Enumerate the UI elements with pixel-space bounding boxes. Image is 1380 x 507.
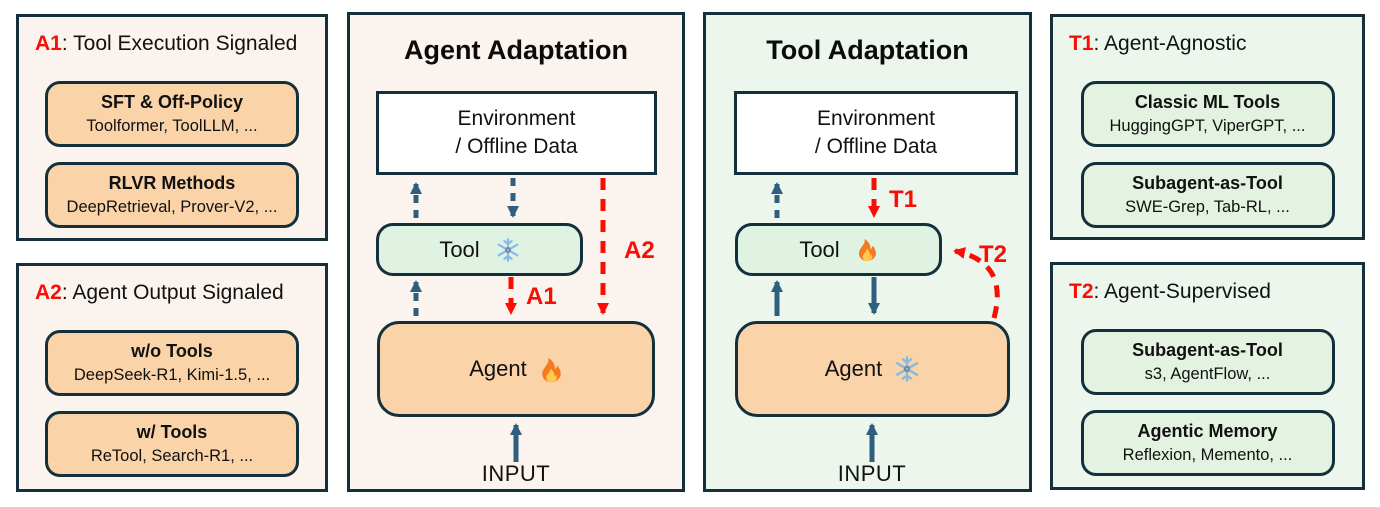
tool-box-frozen: Tool — [376, 223, 583, 276]
environment-label-line2: / Offline Data — [814, 135, 938, 158]
environment-label-line1: Environment — [457, 107, 576, 131]
panel-t2-title: T2: Agent-Supervised — [1069, 280, 1271, 304]
method-chip-name: w/o Tools — [131, 341, 213, 361]
snowflake-icon — [896, 356, 919, 382]
agent-label: Agent — [469, 356, 527, 381]
method-chip-classic-ml-tools: Classic ML Tools HuggingGPT, ViperGPT, .… — [1080, 81, 1335, 148]
method-chip-examples: s3, AgentFlow, ... — [1144, 364, 1271, 383]
panel-t1-tag: T1 — [1069, 32, 1094, 55]
method-chip-name: SFT & Off-Policy — [100, 92, 243, 112]
panel-a1-title-text: : Tool Execution Signaled — [61, 32, 298, 55]
method-chip-subagent-as-tool: Subagent-as-Tool SWE-Grep, Tab-RL, ... — [1080, 162, 1335, 229]
tool-label: Tool — [439, 236, 480, 262]
method-chip-name: Agentic Memory — [1137, 421, 1278, 441]
panel-a1-title: A1: Tool Execution Signaled — [35, 32, 297, 56]
arrow-label-a1: A1 — [526, 283, 557, 310]
tool-adaptation-arrows — [771, 178, 1000, 462]
method-chip-examples: Toolformer, ToolLLM, ... — [86, 116, 258, 135]
method-chip-sft-off-policy: SFT & Off-Policy Toolformer, ToolLLM, ..… — [45, 81, 299, 148]
method-chip-name: RLVR Methods — [108, 173, 236, 193]
agent-adaptation-title: Agent Adaptation — [404, 35, 628, 65]
method-chip-examples: SWE-Grep, Tab-RL, ... — [1125, 197, 1290, 216]
panel-a1-tag: A1 — [35, 32, 62, 55]
panel-t1-title: T1: Agent-Agnostic — [1069, 32, 1246, 56]
method-chip-name: Subagent-as-Tool — [1132, 340, 1283, 360]
agent-box-trained: Agent — [377, 321, 655, 417]
panel-t1-agent-agnostic: T1: Agent-Agnostic Classic ML Tools Hugg… — [1050, 14, 1365, 240]
method-chip-subagent-as-tool: Subagent-as-Tool s3, AgentFlow, ... — [1080, 329, 1335, 396]
tool-adaptation-title: Tool Adaptation — [766, 35, 969, 65]
method-chip-rlvr-methods: RLVR Methods DeepRetrieval, Prover-V2, .… — [45, 162, 299, 229]
panel-t2-tag: T2 — [1069, 280, 1094, 303]
method-chip-name: Subagent-as-Tool — [1132, 173, 1283, 193]
method-chip-examples: ReTool, Search-R1, ... — [90, 446, 254, 465]
arrow-label-t2: T2 — [979, 241, 1008, 268]
arrow-label-a2: A2 — [624, 237, 655, 264]
fire-icon — [858, 239, 876, 261]
agent-label: Agent — [824, 356, 883, 381]
panel-a2-tag: A2 — [35, 281, 62, 304]
method-chip-examples: DeepRetrieval, Prover-V2, ... — [66, 197, 278, 216]
environment-label-line1: Environment — [817, 107, 935, 131]
panel-t2-title-text: : Agent-Supervised — [1093, 280, 1271, 303]
method-chip-examples: HuggingGPT, ViperGPT, ... — [1109, 116, 1306, 135]
panel-a1-tool-execution-signaled: A1: Tool Execution Signaled SFT & Off-Po… — [16, 14, 328, 241]
environment-box: Environment / Offline Data — [734, 91, 1018, 175]
panel-t2-agent-supervised: T2: Agent-Supervised Subagent-as-Tool s3… — [1050, 262, 1365, 490]
tool-label: Tool — [799, 236, 840, 262]
arrow-t2-agent-to-tool-curved — [953, 247, 1000, 319]
method-chip-name: Classic ML Tools — [1134, 92, 1281, 112]
method-chip-examples: DeepSeek-R1, Kimi-1.5, ... — [73, 365, 271, 384]
fire-icon — [542, 357, 561, 382]
method-chip-w-tools: w/ Tools ReTool, Search-R1, ... — [45, 411, 299, 478]
method-chip-wo-tools: w/o Tools DeepSeek-R1, Kimi-1.5, ... — [45, 330, 299, 397]
diagram-agent-adaptation: Agent Adaptation Environment / Offline D… — [347, 12, 685, 492]
tool-box-trained: Tool — [735, 223, 942, 276]
panel-a2-title-text: : Agent Output Signaled — [61, 281, 284, 304]
method-chip-agentic-memory: Agentic Memory Reflexion, Memento, ... — [1080, 410, 1335, 477]
method-chip-examples: Reflexion, Memento, ... — [1122, 445, 1293, 464]
agent-adaptation-arrows — [410, 178, 609, 462]
panel-t1-title-text: : Agent-Agnostic — [1093, 32, 1247, 55]
panel-a2-agent-output-signaled: A2: Agent Output Signaled w/o Tools Deep… — [16, 263, 328, 492]
panel-a2-title: A2: Agent Output Signaled — [35, 281, 284, 305]
environment-box: Environment / Offline Data — [376, 91, 657, 175]
environment-label-line2: / Offline Data — [455, 135, 578, 158]
input-label: INPUT — [481, 461, 551, 486]
method-chip-name: w/ Tools — [136, 422, 208, 442]
snowflake-icon — [497, 237, 519, 262]
arrow-label-t1: T1 — [889, 186, 918, 213]
agent-box-frozen: Agent — [735, 321, 1010, 417]
diagram-tool-adaptation: Tool Adaptation Environment / Offline Da… — [703, 12, 1032, 492]
input-label: INPUT — [837, 461, 907, 486]
